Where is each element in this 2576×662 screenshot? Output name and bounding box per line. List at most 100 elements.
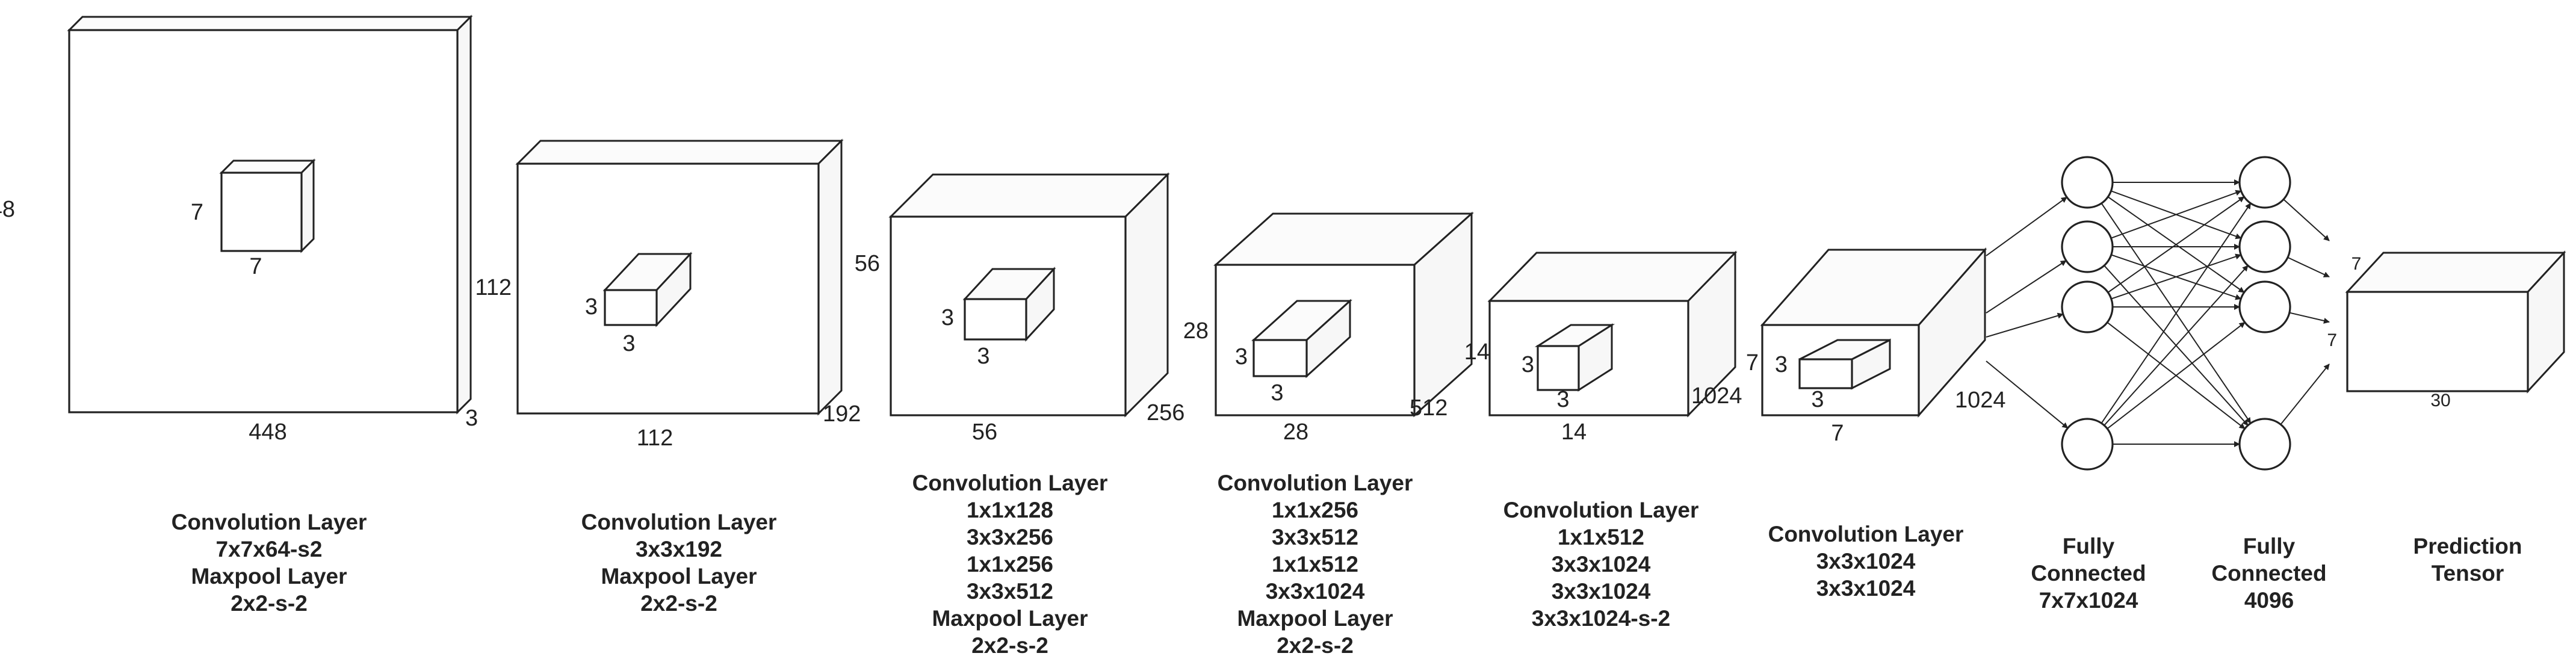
conv-block-6-kernel-front-face — [1798, 358, 1853, 389]
input-arrow — [1986, 312, 2064, 338]
conv-block-3-caption-line: 3x3x256 — [967, 525, 1053, 549]
fc-2-caption-line: Connected — [2211, 561, 2326, 586]
conv-block-6-kernel — [1798, 338, 1891, 390]
conv-block-3-caption-line: 1x1x128 — [967, 498, 1053, 522]
conv-block-2-kernel-width-label: 3 — [622, 331, 635, 356]
conv-block-1-height-label: 448 — [0, 197, 15, 222]
conv-block-2-caption-line: Convolution Layer — [581, 510, 777, 534]
conv-block-4-caption: Convolution Layer1x1x2563x3x5121x1x5123x… — [1218, 471, 1413, 658]
fc-connection — [2111, 253, 2242, 300]
conv-block-4-caption-line: 1x1x512 — [1272, 552, 1358, 577]
conv-block-1-kernel-width-label: 7 — [249, 254, 262, 279]
conv-block-1-kernel-top-face — [219, 159, 316, 174]
conv-block-4-caption-line: 3x3x1024 — [1266, 579, 1365, 604]
input-arrow — [1986, 260, 2067, 314]
fc2-neuron — [2238, 220, 2291, 273]
output-arrow — [2280, 363, 2330, 425]
conv-block-2-caption-line: 2x2-s-2 — [640, 591, 717, 616]
conv-block-5-width-label: 14 — [1561, 419, 1587, 445]
fc-1-caption-line: Connected — [2031, 561, 2146, 586]
conv-block-5-kernel-height-label: 3 — [1522, 352, 1534, 377]
conv-block-4-kernel-front-face — [1252, 339, 1308, 377]
prediction-depth-label: 7 — [2327, 330, 2337, 350]
fc-connection — [2111, 190, 2242, 239]
conv-block-1-volume-top-face — [67, 16, 473, 31]
conv-block-6-depth-label: 1024 — [1955, 388, 2006, 413]
conv-block-1-caption-line: 2x2-s-2 — [231, 591, 308, 616]
conv-block-3-volume-side-face — [1124, 172, 1169, 418]
conv-block-6-kernel-width-label: 3 — [1811, 387, 1824, 412]
conv-block-5-caption-line: 3x3x1024 — [1552, 552, 1651, 577]
conv-block-5-height-label: 14 — [1464, 339, 1490, 365]
conv-block-4-depth-label: 512 — [1410, 395, 1447, 421]
fc2-neuron — [2238, 280, 2291, 333]
conv-block-2-depth-label: 192 — [823, 401, 861, 427]
conv-block-3-width-label: 56 — [972, 419, 997, 445]
conv-block-5-kernel-front-face — [1537, 345, 1580, 391]
output-arrow — [2287, 256, 2330, 277]
input-arrow — [1986, 360, 2069, 429]
conv-block-1-kernel — [219, 158, 316, 253]
conv-block-4-height-label: 28 — [1183, 318, 1209, 344]
prediction-tensor-volume — [2345, 250, 2566, 394]
conv-block-4-kernel — [1251, 299, 1352, 379]
conv-block-6-caption-line: Convolution Layer — [1768, 522, 1964, 546]
output-arrow — [2283, 199, 2330, 241]
conv-block-1: 448448377 — [0, 14, 478, 445]
conv-block-3-caption-line: 3x3x512 — [967, 579, 1053, 604]
conv-block-2-kernel — [602, 252, 693, 327]
prediction-height-label: 7 — [2352, 254, 2362, 274]
conv-block-6-height-label: 7 — [1746, 350, 1759, 376]
conv-block-3-kernel-height-label: 3 — [941, 305, 954, 330]
fc-1-caption-line: Fully — [2063, 534, 2115, 558]
fc-connection — [2104, 265, 2249, 426]
conv-block-5-caption-line: Convolution Layer — [1503, 498, 1699, 522]
conv-block-3-volume-top-face — [888, 173, 1170, 218]
conv-block-3-caption: Convolution Layer1x1x1283x3x2561x1x2563x… — [912, 471, 1108, 658]
conv-block-2-kernel-height-label: 3 — [585, 294, 598, 320]
conv-block-1-volume-side-face — [456, 14, 472, 415]
conv-block-6-kernel-height-label: 3 — [1775, 352, 1788, 377]
conv-block-4-kernel-width-label: 3 — [1271, 380, 1283, 406]
output-arrow — [2289, 312, 2330, 324]
conv-block-6-volume — [1760, 247, 1987, 418]
fc-2-caption-line: Fully — [2243, 534, 2296, 558]
conv-block-4-caption-line: 2x2-s-2 — [1277, 633, 1354, 658]
conv-block-4-volume — [1213, 211, 1474, 418]
fc2-neuron — [2238, 156, 2291, 209]
conv-block-5-kernel — [1534, 323, 1615, 392]
conv-block-4-width-label: 28 — [1283, 419, 1308, 445]
conv-block-6-caption-line: 3x3x1024 — [1816, 576, 1916, 601]
fc-connection — [2107, 196, 2245, 293]
conv-block-1-depth-label: 3 — [465, 406, 478, 431]
conv-block-6-width-label: 7 — [1831, 421, 1844, 446]
prediction-width-label: 30 — [2430, 391, 2450, 410]
prediction-caption-line: Prediction — [2413, 534, 2522, 558]
conv-block-5-caption: Convolution Layer1x1x5123x3x10243x3x1024… — [1503, 498, 1699, 631]
fc1-neuron — [2061, 418, 2114, 471]
fc1-neuron — [2061, 220, 2114, 273]
conv-block-5-caption-line: 1x1x512 — [1558, 525, 1644, 549]
conv-block-5-depth-label: 1024 — [1691, 383, 1742, 409]
conv-block-4-kernel-height-label: 3 — [1235, 344, 1248, 370]
conv-block-1-kernel-side-face — [300, 158, 315, 253]
conv-block-4-caption-line: 3x3x512 — [1272, 525, 1358, 549]
conv-block-2-width-label: 112 — [637, 425, 673, 451]
fc-1-caption-line: 7x7x1024 — [2039, 588, 2138, 613]
conv-block-3-caption-line: Maxpool Layer — [932, 606, 1088, 631]
conv-block-4: 28 28 512 33 — [1183, 211, 1474, 445]
conv-block-5-caption-line: 3x3x1024 — [1552, 579, 1651, 604]
fc-connection — [2107, 321, 2246, 430]
conv-block-3-depth-label: 256 — [1147, 400, 1184, 425]
conv-block-2-volume-side-face — [817, 138, 843, 416]
conv-block-4-caption-line: Convolution Layer — [1218, 471, 1413, 495]
conv-block-5-caption-line: 3x3x1024-s-2 — [1532, 606, 1670, 631]
